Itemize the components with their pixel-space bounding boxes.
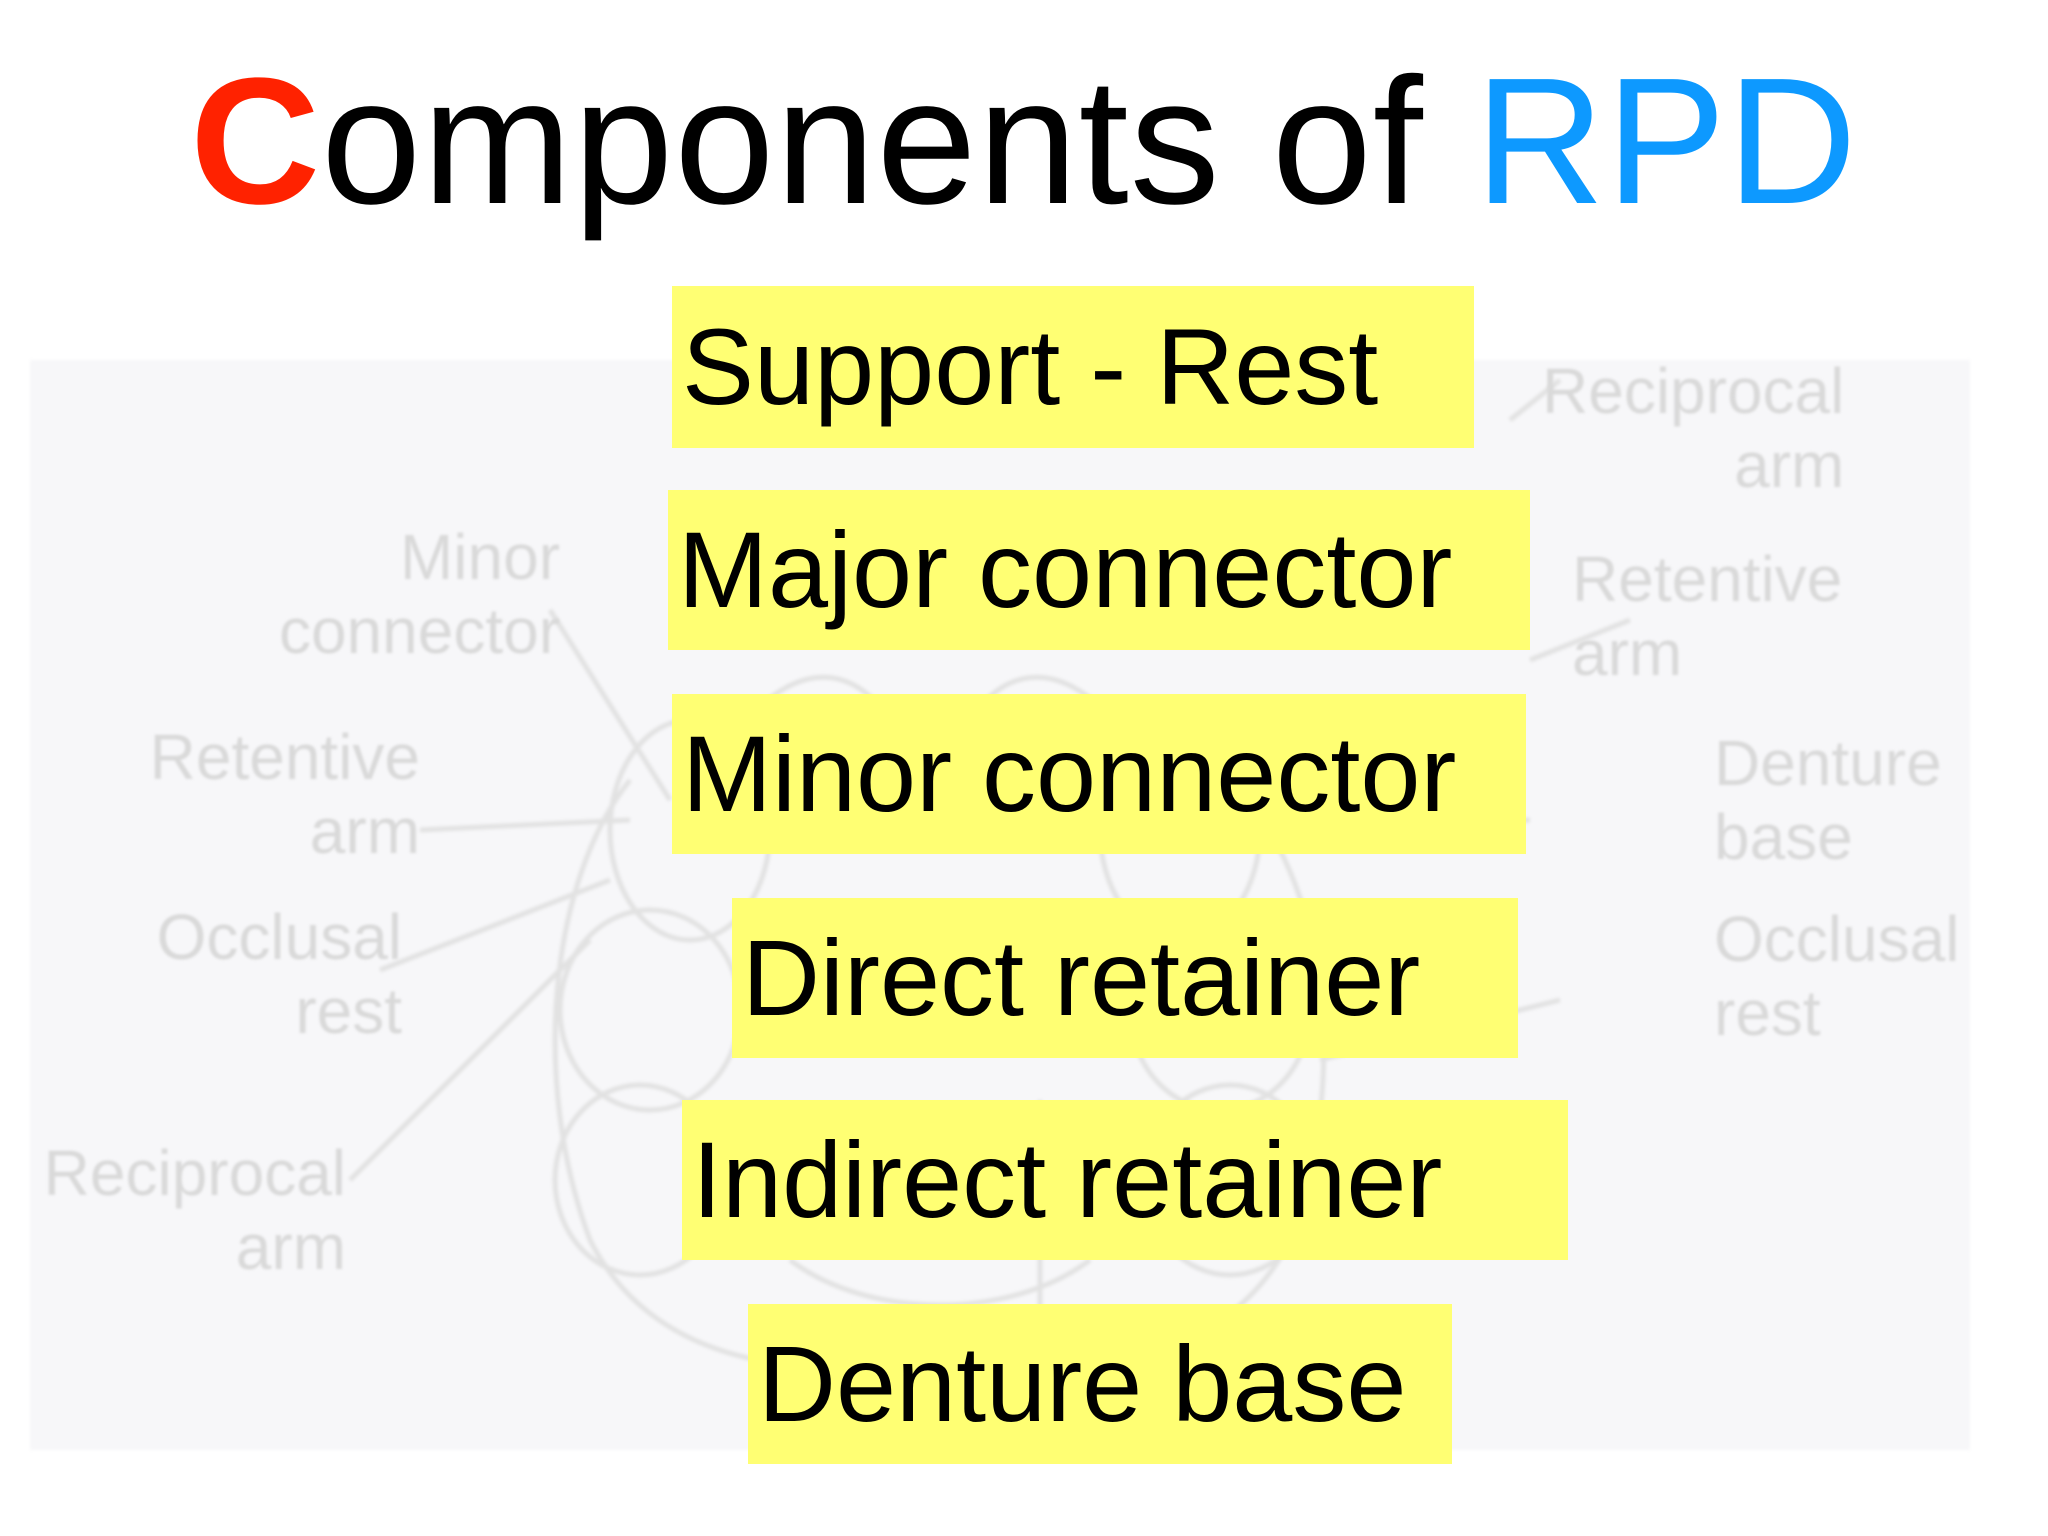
bg-label-occlusal-rest-left: Occlusal rest: [156, 901, 402, 1047]
component-minor-connector: Minor connector: [672, 694, 1526, 854]
title-acronym: RPD: [1474, 41, 1858, 242]
title-initial: C: [190, 41, 322, 242]
bg-label-denture-base-right: Denture base: [1714, 727, 1942, 873]
bg-label-minor-connector-left: Minor connector: [278, 521, 560, 667]
bg-label-reciprocal-arm-top-right: Reciprocal arm: [1542, 355, 1845, 501]
bg-label-reciprocal-arm-left: Reciprocal arm: [43, 1137, 346, 1283]
component-major-connector: Major connector: [668, 490, 1530, 650]
slide-title: Components of RPD: [0, 42, 2048, 242]
title-middle: omponents of: [321, 41, 1475, 242]
component-indirect-retainer: Indirect retainer: [682, 1100, 1568, 1260]
bg-label-retentive-arm-right: Retentive arm: [1572, 543, 1843, 689]
component-direct-retainer: Direct retainer: [732, 898, 1518, 1058]
component-denture-base: Denture base: [748, 1304, 1452, 1464]
bg-label-occlusal-rest-right: Occlusal rest: [1714, 903, 1960, 1049]
bg-label-retentive-arm-left: Retentive arm: [149, 721, 420, 867]
component-support-rest: Support - Rest: [672, 286, 1474, 448]
